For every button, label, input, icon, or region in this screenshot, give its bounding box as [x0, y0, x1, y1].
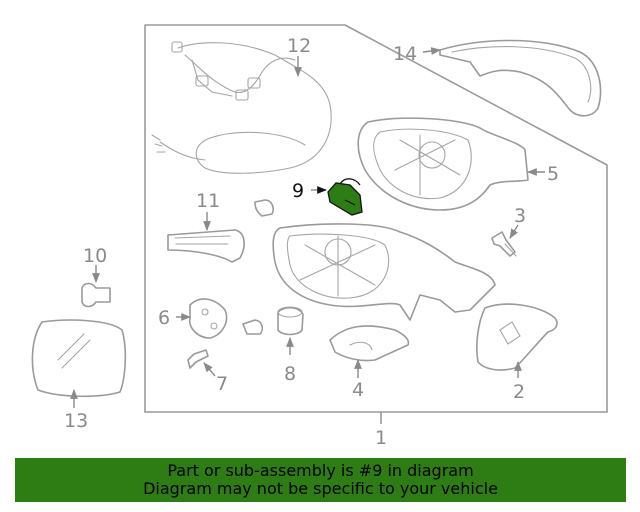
screw-3 [491, 231, 517, 257]
callout-14: 14 [393, 43, 417, 65]
callout-5: 5 [547, 163, 559, 185]
assembly-boundary [144, 24, 608, 413]
info-banner: Part or sub-assembly is #9 in diagram Di… [15, 458, 626, 502]
bulb-10 [81, 282, 111, 308]
socket-8 [277, 306, 304, 336]
cover-4 [329, 325, 410, 362]
callout-7: 7 [216, 373, 228, 395]
callout-6: 6 [158, 307, 170, 329]
callout-8: 8 [284, 363, 296, 385]
banner-line-1: Part or sub-assembly is #9 in diagram [167, 461, 474, 480]
mirror-glass [31, 319, 127, 398]
housing-frame [357, 117, 529, 211]
callout-4: 4 [352, 379, 364, 401]
callout-9: 9 [292, 180, 304, 202]
callout-2: 2 [513, 381, 525, 403]
motor-6 [188, 298, 228, 339]
turn-signal-lamp [167, 229, 245, 263]
socket-bulb [242, 319, 264, 335]
small-bulb [254, 199, 274, 217]
callout-11: 11 [196, 190, 220, 212]
highlighted-part-9 [327, 178, 363, 216]
wiring-harness [151, 41, 332, 174]
callout-3: 3 [514, 205, 526, 227]
parts-diagram: 12 14 5 9 11 3 10 6 7 8 4 2 13 1 [31, 24, 608, 449]
base-cover-2 [476, 303, 558, 371]
callout-1: 1 [375, 427, 387, 449]
callout-12: 12 [287, 35, 311, 57]
mirror-housing [272, 223, 496, 321]
callout-13: 13 [64, 410, 88, 432]
callout-10: 10 [83, 245, 107, 267]
screw-7 [187, 349, 209, 369]
banner-line-2: Diagram may not be specific to your vehi… [143, 479, 498, 498]
mirror-cover [439, 39, 602, 117]
